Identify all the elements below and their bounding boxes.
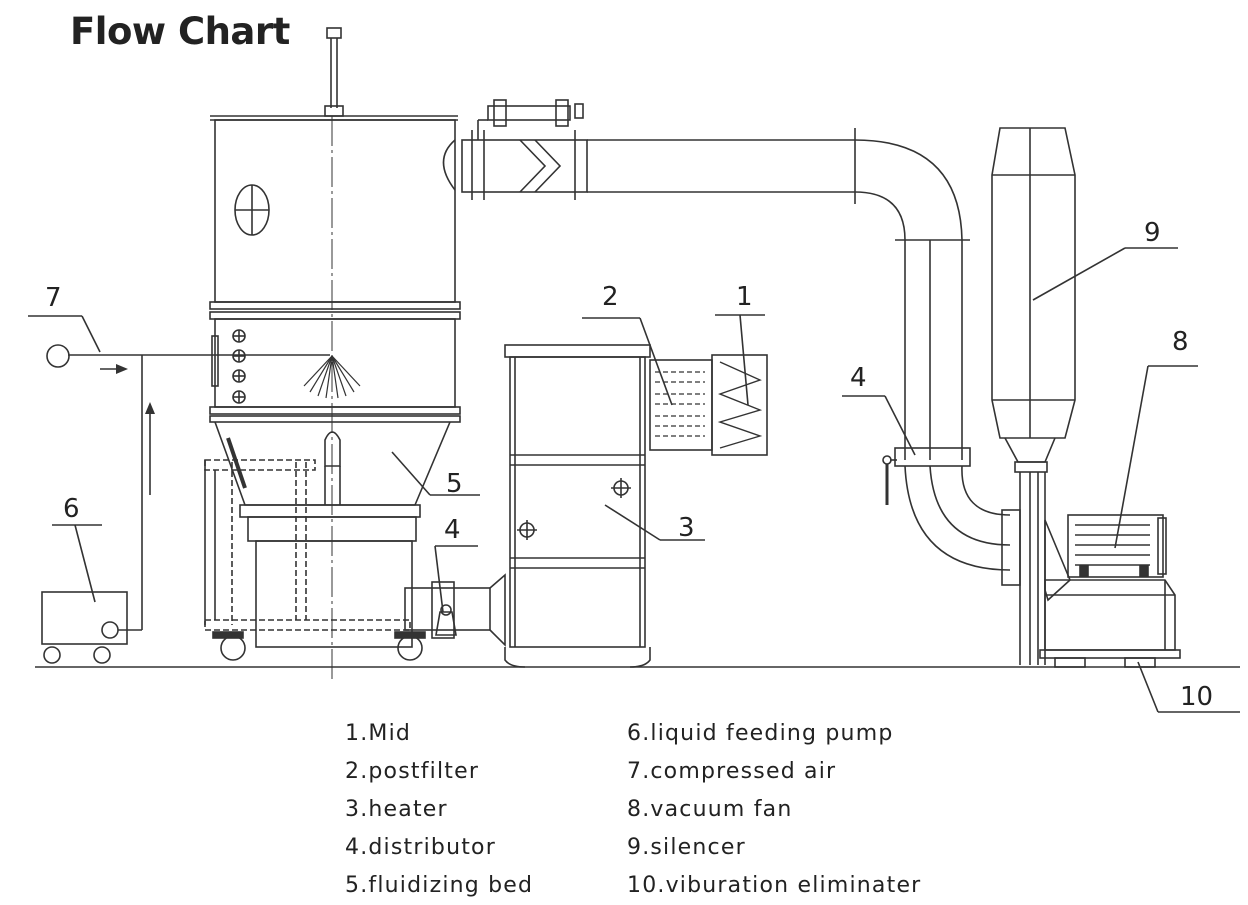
liquid-feeding-pump	[41, 591, 142, 664]
callout-3-label: 3	[678, 513, 695, 543]
spray-pattern	[303, 355, 361, 399]
callout-8: 8	[1114, 327, 1198, 549]
legend-right: 6.liquid feeding pump 7.compressed air 8…	[627, 715, 921, 905]
callout-7: 7	[28, 283, 101, 353]
callout-10: 10	[1137, 661, 1240, 713]
diagram-title: Flow Chart	[70, 10, 290, 53]
callout-7-label: 7	[45, 283, 62, 313]
callout-2: 2	[582, 282, 673, 406]
callout-4-inlet-label: 4	[444, 515, 461, 545]
fluid-bed-vessel	[204, 27, 461, 680]
liquid-feed-line	[68, 354, 330, 630]
callout-1-label: 1	[736, 282, 753, 312]
callout-4-exhaust: 4	[842, 363, 916, 456]
callout-9-label: 9	[1144, 218, 1161, 248]
mid-filter-unit	[711, 354, 768, 456]
legend-item-5: 5.fluidizing bed	[345, 873, 534, 898]
callout-5-label: 5	[446, 469, 463, 499]
legend-item-2: 2.postfilter	[345, 759, 480, 784]
heater-cabinet	[504, 344, 651, 668]
legend-item-8: 8.vacuum fan	[627, 797, 793, 822]
callout-4-inlet: 4	[434, 515, 478, 613]
legend-item-1: 1.Mid	[345, 721, 412, 746]
legend-item-9: 9.silencer	[627, 835, 746, 860]
legend-item-10: 10.viburation eliminater	[627, 873, 922, 898]
callout-2-label: 2	[602, 282, 619, 312]
callout-4-exhaust-label: 4	[850, 363, 867, 393]
callout-6: 6	[52, 494, 102, 603]
callout-9: 9	[1032, 218, 1178, 301]
spray-nozzle-ports	[232, 329, 246, 404]
legend-left: 1.Mid 2.postfilter 3.heater 4.distributo…	[345, 715, 533, 905]
legend-item-4: 4.distributor	[345, 835, 496, 860]
legend-item-7: 7.compressed air	[627, 759, 837, 784]
callout-10-label: 10	[1180, 682, 1213, 712]
legend-item-3: 3.heater	[345, 797, 448, 822]
vacuum-fan	[1001, 509, 1181, 668]
callout-3: 3	[604, 504, 705, 543]
callout-5: 5	[391, 451, 480, 499]
callout-6-label: 6	[63, 494, 80, 524]
postfilter-unit	[649, 359, 713, 451]
legend-item-6: 6.liquid feeding pump	[627, 721, 894, 746]
callout-1: 1	[715, 282, 765, 406]
air-inlet-duct	[404, 573, 506, 647]
compressed-air-inlet	[46, 344, 70, 368]
callout-8-label: 8	[1172, 327, 1189, 357]
exhaust-duct	[442, 99, 1011, 571]
